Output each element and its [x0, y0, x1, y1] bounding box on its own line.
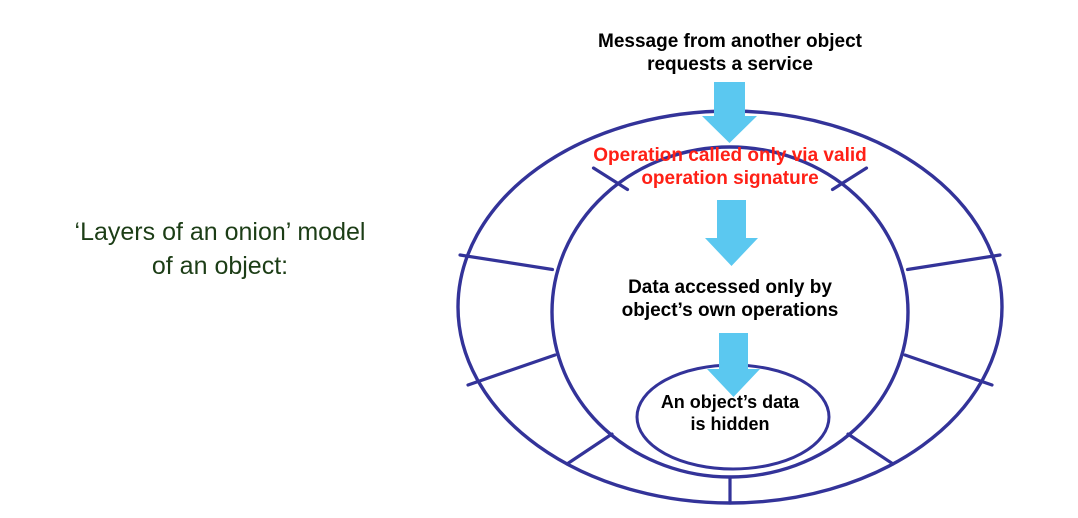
ring-spoke: [903, 353, 994, 387]
label-object-data-is-hidden: An object’s data is hidden: [660, 392, 800, 434]
ring-spoke: [565, 432, 614, 466]
arrow-operation-to-data-icon: [705, 200, 758, 266]
middle-layer-ellipse: [550, 145, 910, 479]
arrow-data-to-hidden-icon: [707, 333, 760, 397]
onion-model-caption: ‘Layers of an onion’ model of an object:: [74, 218, 366, 280]
label-message-from-another-object: Message from another object requests a s…: [598, 31, 862, 76]
ring-spoke: [846, 432, 895, 466]
ring-spoke: [458, 253, 555, 272]
arrow-message-to-operation-icon: [702, 82, 757, 143]
label-data-accessed-only-by-operations: Data accessed only by object’s own opera…: [621, 277, 839, 322]
ring-spoke: [905, 253, 1002, 272]
ring-spoke: [830, 166, 869, 192]
label-operation-signature: Operation called only via valid operatio…: [593, 145, 867, 190]
onion-ring-spokes: [458, 166, 1002, 505]
ring-spoke: [466, 353, 557, 387]
ring-spoke: [591, 166, 630, 192]
